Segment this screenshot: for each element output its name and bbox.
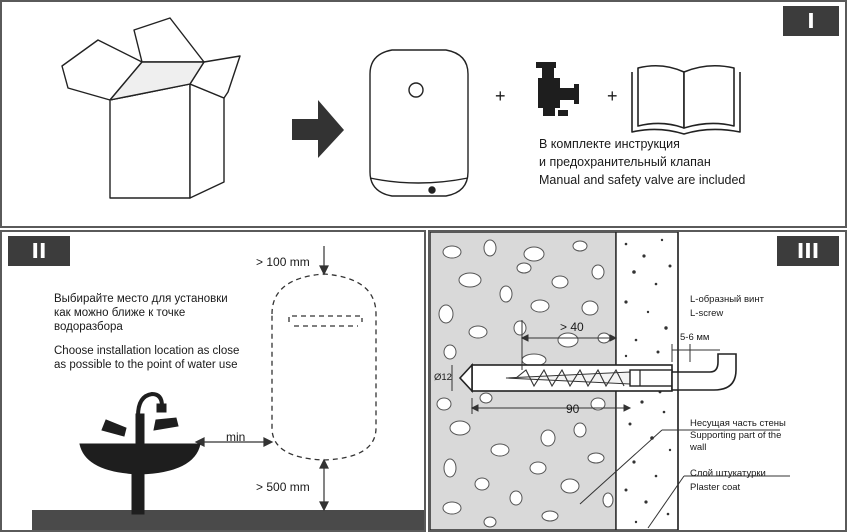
instruction-ru-line2: как можно ближе к точке [54, 307, 186, 319]
clearance-top-label: > 100 mm [256, 255, 310, 269]
plaster-label-ru: Слой штукатурки [690, 468, 766, 479]
clearance-arrows [194, 246, 329, 512]
plus-sign: + [495, 86, 506, 106]
water-heater-icon [369, 49, 469, 197]
plaster-label-en: Plaster coat [690, 482, 741, 493]
contents-caption-en: Manual and safety valve are included [539, 173, 746, 187]
dimension-lines [451, 320, 720, 414]
diameter-dimension-label: Ø12 [434, 372, 452, 383]
instruction-ru-line1: Выбирайте место для установки [54, 293, 228, 305]
safety-valve-icon [536, 62, 579, 116]
leader-lines [579, 429, 790, 529]
length-dimension-label: 90 [566, 402, 580, 416]
gap-dimension-label: 5-6 мм [680, 332, 710, 343]
instruction-ru-line3: водоразбора [54, 321, 123, 333]
l-screw-label-en: L-screw [690, 308, 724, 319]
mounting-section-illustration [430, 232, 790, 530]
plus-sign: + [607, 86, 618, 106]
wall-label-ru: Несущая часть стены [690, 418, 786, 429]
manual-book-icon [631, 64, 741, 135]
aggregate-stones [436, 239, 614, 528]
panel-number-badge: I [783, 6, 839, 36]
clearance-bottom-label: > 500 mm [256, 480, 310, 494]
heater-outline [271, 273, 377, 461]
package-illustration [61, 17, 741, 199]
contents-caption-ru-line2: и предохранительный клапан [539, 155, 711, 169]
plaster-speckles [624, 238, 672, 524]
panel-package-contents: I [0, 0, 847, 234]
panel-wall-mounting: III [428, 230, 847, 532]
panel-number-badge: II [8, 236, 70, 266]
l-screw-label-ru: L-образный винт [690, 294, 764, 305]
contents-caption-ru-line1: В комплекте инструкция [539, 137, 680, 151]
floor [32, 510, 424, 530]
arrow-right-icon [292, 100, 344, 158]
panel-installation-location: II [0, 230, 426, 532]
instruction-en-line2: as possible to the point of water use [54, 359, 238, 371]
sink-faucet-icon [79, 391, 201, 515]
dowel-screw-icon [458, 353, 737, 394]
open-box-icon [61, 17, 241, 199]
wall-label-en-line1: Supporting part of the [690, 430, 782, 441]
depth-dimension-label: > 40 [560, 320, 584, 334]
location-illustration [32, 246, 424, 530]
wall-label-en-line2: wall [690, 442, 707, 453]
instruction-en-line1: Choose installation location as close [54, 345, 240, 357]
panel-number-badge: III [777, 236, 839, 266]
clearance-side-label: min [226, 430, 246, 444]
